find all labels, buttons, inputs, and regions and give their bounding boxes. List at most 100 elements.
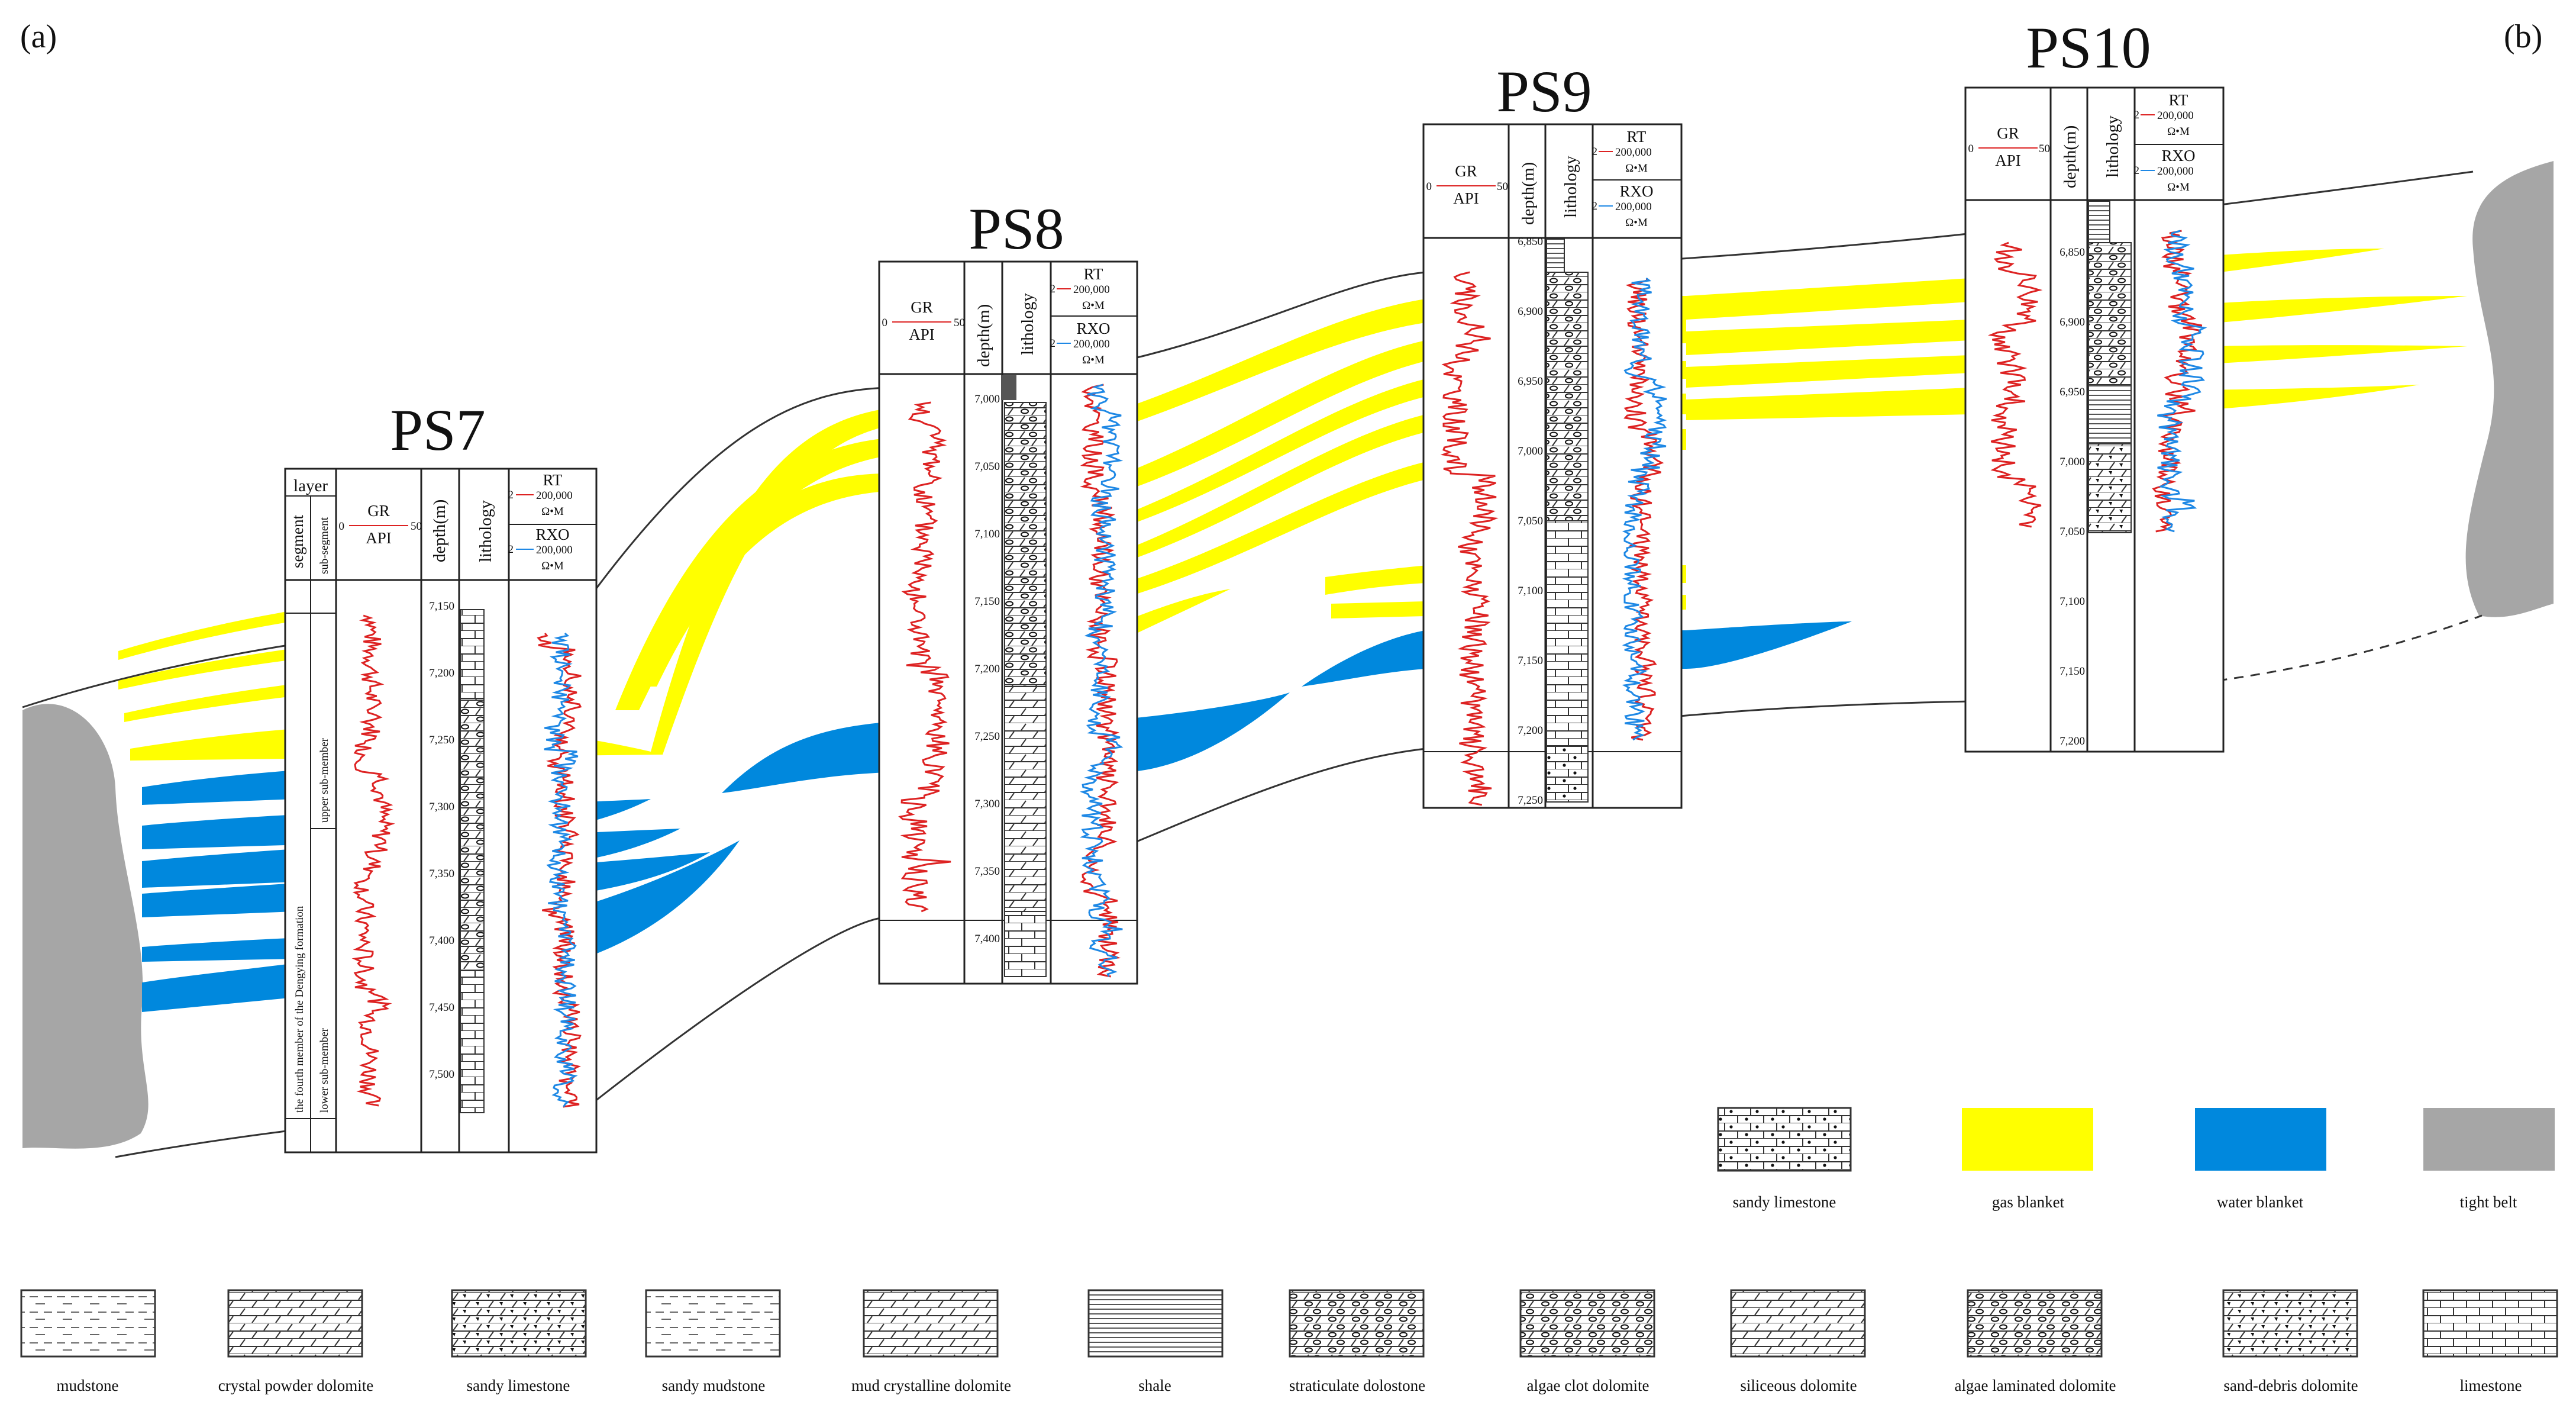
depth-tick: 7,200 bbox=[1518, 724, 1543, 737]
depth-ticks: 6,850 6,900 6,950 7,000 7,050 7,100 7,15… bbox=[2059, 246, 2085, 748]
depth-header: depth(m) bbox=[2061, 125, 2080, 188]
rxo-unit: Ω•M bbox=[1625, 217, 1648, 229]
rt-max: 200,000 bbox=[2157, 109, 2194, 122]
rxo-header: RXO bbox=[1076, 320, 1110, 337]
rxo-max: 200,000 bbox=[1073, 338, 1110, 350]
depth-ticks: 7,000 7,050 7,100 7,150 7,200 7,250 7,30… bbox=[974, 393, 1000, 945]
rxo-max: 200,000 bbox=[2157, 165, 2194, 178]
depth-ticks: 7,150 7,200 7,250 7,300 7,350 7,400 7,45… bbox=[429, 600, 454, 1081]
rxo-header: RXO bbox=[535, 526, 569, 543]
lithology-header: lithology bbox=[476, 500, 495, 562]
depth-tick: 7,250 bbox=[429, 734, 454, 746]
depth-tick: 6,850 bbox=[2059, 246, 2085, 259]
well-ps10: PS10 GR 0 50 API depth(m) lithology RT 2… bbox=[1964, 15, 2225, 753]
depth-tick: 7,200 bbox=[2059, 735, 2085, 748]
legend-label: algae laminated dolomite bbox=[1955, 1377, 2116, 1394]
gr-curve bbox=[351, 614, 395, 1107]
lithology-header: lithology bbox=[2103, 115, 2122, 178]
rt-unit: Ω•M bbox=[541, 505, 564, 518]
legend-label-sandy-limestone: sandy limestone bbox=[1733, 1193, 1836, 1211]
depth-tick: 6,950 bbox=[2059, 386, 2085, 398]
depth-tick: 7,050 bbox=[2059, 526, 2085, 538]
legend-label-water-blanket: water blanket bbox=[2217, 1193, 2304, 1211]
rt-header: RT bbox=[1627, 128, 1647, 146]
depth-tick: 7,050 bbox=[1518, 515, 1543, 527]
rxo-min: 2 bbox=[1592, 200, 1598, 212]
rt-max: 200,000 bbox=[1615, 146, 1652, 159]
legend-label: sandy limestone bbox=[467, 1377, 570, 1394]
legend-bottom: mudstone crystal powder dolomite sandy l… bbox=[20, 1289, 2558, 1394]
depth-tick: 7,050 bbox=[974, 460, 1000, 473]
depth-tick: 7,150 bbox=[974, 595, 1000, 608]
segment-header: segment bbox=[289, 515, 306, 568]
well-ps7: PS7 layer segment sub-segment the fourth… bbox=[284, 397, 598, 1154]
legend-swatch-straticulate-dolostone bbox=[1289, 1289, 1425, 1358]
depth-tick: 7,000 bbox=[974, 393, 1000, 405]
legend-swatch-siliceous-dolomite bbox=[1730, 1289, 1866, 1358]
rxo-curve bbox=[2157, 230, 2207, 533]
depth-tick: 7,350 bbox=[974, 865, 1000, 878]
rt-min: 2 bbox=[1592, 146, 1598, 158]
well-frame bbox=[284, 468, 598, 1154]
lithology-header: lithology bbox=[1561, 156, 1580, 218]
rxo-min: 2 bbox=[2134, 165, 2140, 177]
layer-sub-upper: upper sub-member bbox=[318, 737, 331, 823]
rt-header: RT bbox=[2169, 91, 2188, 109]
gr-unit: API bbox=[1995, 152, 2021, 169]
depth-tick: 7,100 bbox=[2059, 595, 2085, 608]
legend-swatch-shale bbox=[1087, 1289, 1224, 1358]
legend-label-tight-belt: tight belt bbox=[2460, 1193, 2517, 1211]
legend-swatch-mudstone bbox=[20, 1289, 156, 1358]
well-ps9: PS9 GR 0 50 API depth(m) lithology RT 2 … bbox=[1422, 59, 1683, 809]
depth-tick: 7,250 bbox=[974, 730, 1000, 743]
rxo-unit: Ω•M bbox=[541, 560, 564, 572]
gr-curve bbox=[1987, 241, 2043, 528]
tight-belt-left bbox=[22, 704, 149, 1149]
rt-header: RT bbox=[1084, 265, 1103, 283]
tight-belt-right bbox=[2465, 161, 2554, 617]
legend-label: straticulate dolostone bbox=[1289, 1377, 1425, 1394]
rxo-min: 2 bbox=[508, 543, 514, 556]
depth-tick: 6,900 bbox=[2059, 316, 2085, 328]
gr-header: GR bbox=[1997, 124, 2019, 142]
well-ps8: PS8 GR 0 50 API depth(m) lithology RT 2 … bbox=[878, 196, 1138, 985]
rxo-curve bbox=[544, 632, 579, 1107]
legend-swatch-sandy-limestone bbox=[451, 1289, 587, 1358]
legend-label: crystal powder dolomite bbox=[218, 1377, 373, 1394]
depth-tick: 6,850 bbox=[1518, 236, 1543, 248]
depth-header: depth(m) bbox=[974, 304, 993, 367]
layer-header: layer bbox=[293, 476, 328, 495]
corner-label-a: (a) bbox=[20, 18, 57, 55]
gr-unit: API bbox=[909, 326, 935, 343]
legend-label-gas-blanket: gas blanket bbox=[1992, 1193, 2065, 1211]
legend-label: mudstone bbox=[57, 1377, 119, 1394]
gr-max: 50 bbox=[954, 317, 965, 329]
legend-swatch-mud-crystalline-dolomite bbox=[863, 1289, 999, 1358]
gr-header: GR bbox=[1455, 162, 1477, 180]
legend-label: siliceous dolomite bbox=[1740, 1377, 1857, 1394]
depth-tick: 7,400 bbox=[974, 933, 1000, 945]
rxo-unit: Ω•M bbox=[1082, 354, 1105, 366]
well-title: PS7 bbox=[390, 397, 485, 463]
rt-header: RT bbox=[543, 471, 563, 489]
gr-max: 50 bbox=[1497, 181, 1508, 193]
depth-tick: 7,200 bbox=[974, 663, 1000, 675]
gr-max: 50 bbox=[2039, 143, 2050, 155]
gr-min: 0 bbox=[1968, 143, 1974, 155]
depth-tick: 7,000 bbox=[2059, 456, 2085, 468]
depth-header: depth(m) bbox=[430, 500, 449, 562]
depth-tick: 7,250 bbox=[1518, 794, 1543, 807]
depth-tick: 7,100 bbox=[974, 528, 1000, 540]
legend-swatch-algae-laminated-dolomite bbox=[1967, 1289, 2103, 1358]
depth-ticks: 6,850 6,900 6,950 7,000 7,050 7,100 7,15… bbox=[1518, 236, 1543, 807]
depth-header: depth(m) bbox=[1519, 162, 1538, 225]
rt-curve bbox=[1079, 384, 1121, 978]
layer-sub-lower: lower sub-member bbox=[318, 1027, 331, 1113]
rxo-max: 200,000 bbox=[536, 544, 573, 556]
well-title: PS10 bbox=[2026, 15, 2151, 80]
depth-tick: 7,400 bbox=[429, 935, 454, 947]
legend-label: shale bbox=[1138, 1377, 1171, 1394]
rt-unit: Ω•M bbox=[2167, 125, 2190, 138]
rxo-max: 200,000 bbox=[1615, 201, 1652, 213]
rxo-unit: Ω•M bbox=[2167, 181, 2190, 194]
